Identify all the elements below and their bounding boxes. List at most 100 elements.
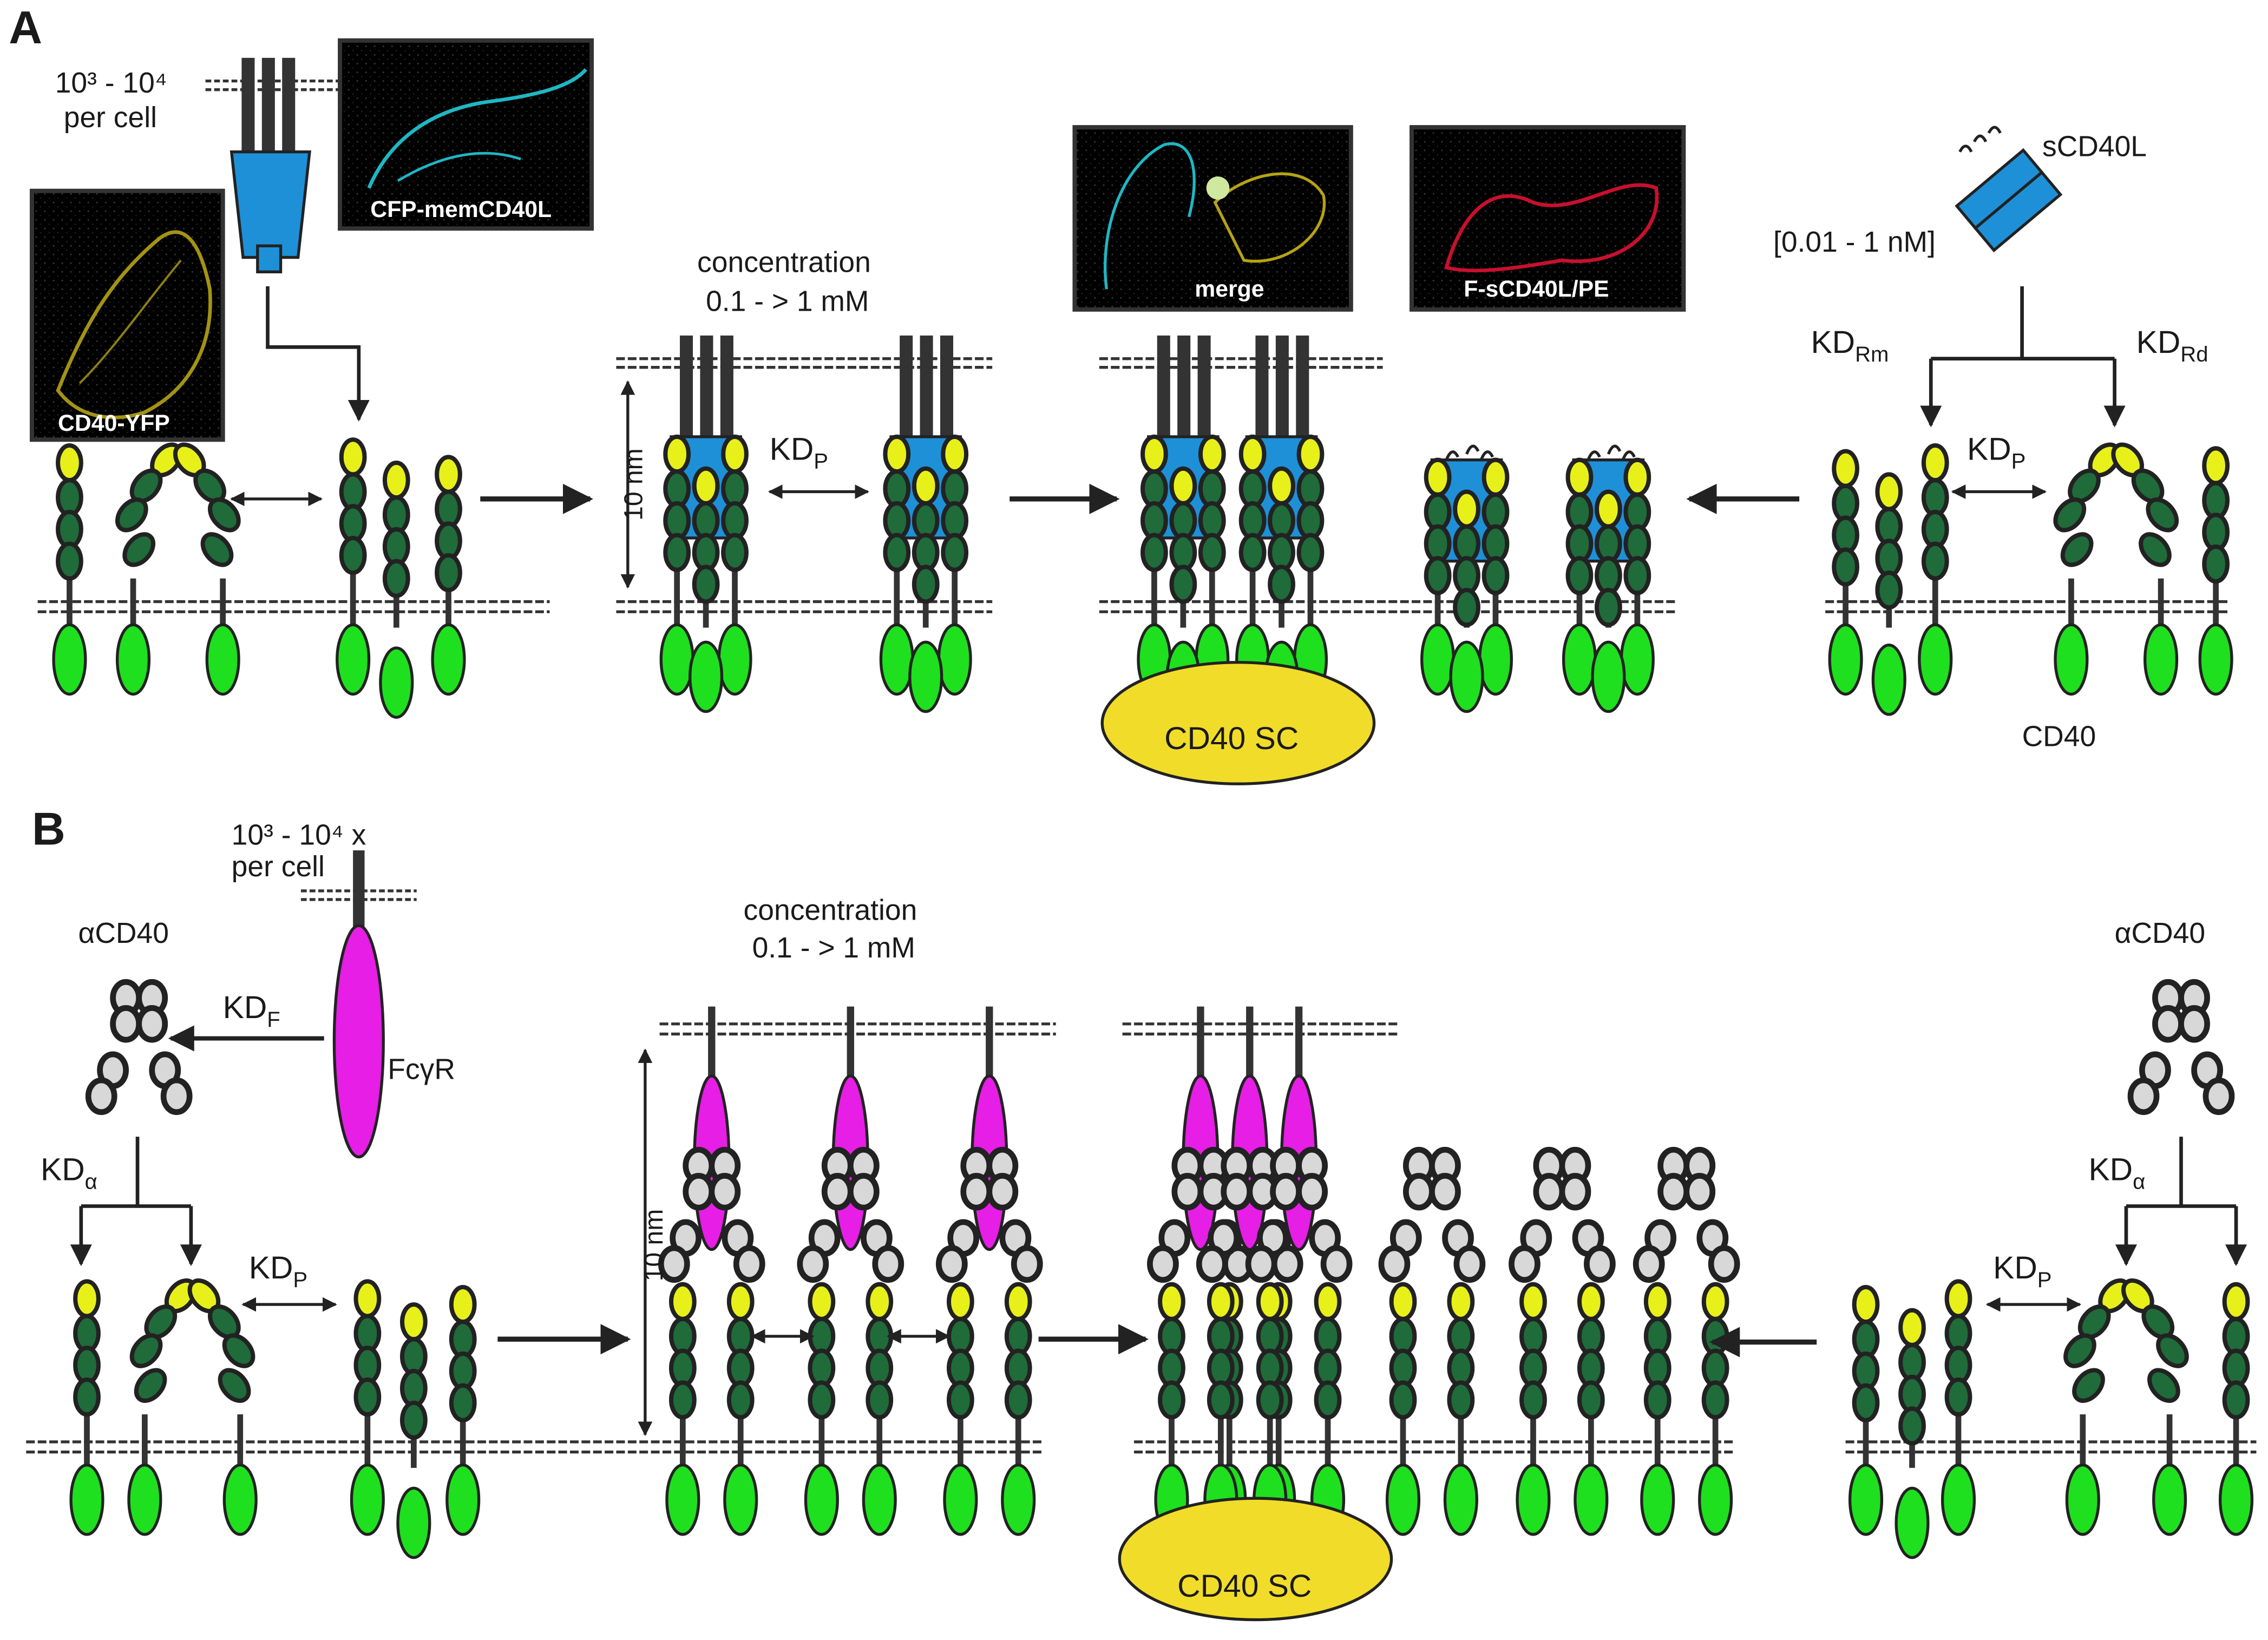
antibody-label-left: αCD40 bbox=[78, 917, 168, 949]
ligand-receptor-trimer bbox=[659, 335, 752, 713]
receptor-domain bbox=[339, 504, 367, 543]
intracellular-domain bbox=[862, 1464, 897, 1536]
receptor-domain bbox=[2202, 481, 2230, 520]
antibody bbox=[797, 1006, 904, 1283]
intracellular-domain bbox=[2198, 623, 2233, 696]
intracellular-domain bbox=[127, 1464, 162, 1536]
receptor-domain bbox=[1898, 1374, 1926, 1414]
intracellular-domain bbox=[396, 1486, 431, 1559]
receptor-domain bbox=[2202, 544, 2230, 584]
receptor-domain bbox=[1256, 1348, 1284, 1388]
antibody-domain bbox=[683, 1172, 715, 1211]
intracellular-domain bbox=[1562, 623, 1597, 696]
receptor-domain bbox=[1577, 1380, 1605, 1420]
receptor-domain bbox=[1921, 509, 1949, 549]
intracellular-domain bbox=[1871, 644, 1906, 716]
antibody-domain bbox=[2152, 1005, 2184, 1043]
receptor-domain bbox=[1898, 1342, 1926, 1382]
cd40-dimer bbox=[2053, 442, 2179, 696]
cd40-receptor bbox=[2198, 446, 2233, 696]
antibody-domain bbox=[1533, 1172, 1565, 1211]
distance-label-b: 10 nm bbox=[639, 1209, 668, 1282]
receptor-domain bbox=[1519, 1380, 1547, 1420]
receptor-domain bbox=[1921, 541, 1949, 581]
receptor-domain bbox=[1296, 533, 1325, 572]
receptor-domain bbox=[353, 1314, 382, 1353]
receptor-tip-domain bbox=[1447, 1282, 1475, 1321]
receptor-domain bbox=[73, 1314, 101, 1353]
antibody-domain bbox=[1633, 1245, 1665, 1283]
receptor-tip-domain bbox=[1519, 1282, 1547, 1321]
intracellular-domain bbox=[1918, 623, 1953, 696]
intracellular-domain bbox=[1574, 1464, 1609, 1536]
ligand-count-unit: per cell bbox=[64, 102, 157, 134]
cd40-receptor bbox=[396, 1302, 431, 1559]
receptor-domain bbox=[1852, 1383, 1880, 1422]
kd-p-left-b: KDP bbox=[249, 1250, 307, 1292]
antibody bbox=[2127, 979, 2235, 1116]
receptor-domain bbox=[1256, 1380, 1284, 1420]
receptor-domain bbox=[449, 1383, 477, 1422]
kd-p-label-right-a: KDP bbox=[1967, 432, 2026, 474]
antibody-domain bbox=[160, 1077, 193, 1116]
ligand-stalk bbox=[1197, 335, 1211, 445]
receptor-domain bbox=[1519, 1348, 1547, 1388]
receptor-domain bbox=[1453, 524, 1480, 563]
receptor-domain bbox=[1875, 539, 1903, 578]
receptor-tip-domain bbox=[1595, 489, 1622, 529]
antibody-domain bbox=[1245, 1245, 1277, 1283]
receptor-domain bbox=[382, 495, 410, 535]
ligand-receptor-complexes-a bbox=[659, 335, 1655, 713]
receptor-domain bbox=[1898, 1406, 1926, 1446]
cd40-receptor bbox=[52, 443, 87, 696]
receptor-domain bbox=[1701, 1316, 1729, 1356]
receptor-tip-domain bbox=[1453, 489, 1480, 529]
receptor-domain bbox=[1623, 492, 1651, 532]
cd40-receptor bbox=[1871, 472, 1906, 716]
receptor-domain bbox=[721, 469, 749, 509]
antibody-domain bbox=[797, 1245, 829, 1283]
receptor-domain bbox=[1519, 1316, 1547, 1356]
receptor-domain bbox=[1140, 469, 1168, 509]
receptor-domain bbox=[866, 1380, 894, 1420]
receptor-tip-domain bbox=[56, 443, 83, 483]
receptor-tip-domain bbox=[1482, 457, 1510, 497]
intracellular-domain bbox=[336, 623, 371, 696]
antibody-domain bbox=[1583, 1245, 1616, 1283]
cd40-signaling-complex-b bbox=[1118, 1497, 1393, 1622]
panel-b-label: B bbox=[32, 803, 65, 855]
receptor-tip-domain bbox=[946, 1282, 974, 1321]
receptor-domain bbox=[663, 533, 691, 572]
receptor-domain bbox=[115, 497, 148, 533]
antibody-domain bbox=[1320, 1245, 1353, 1283]
ligand-stalk bbox=[940, 335, 954, 445]
receptor-domain bbox=[726, 1348, 755, 1388]
receptor-tip-domain bbox=[1921, 443, 1949, 483]
receptor-tip-domain bbox=[668, 1282, 697, 1321]
receptor-domain bbox=[1875, 570, 1903, 610]
antibody-domain bbox=[1221, 1172, 1253, 1211]
cd40-receptor bbox=[1385, 1282, 1421, 1536]
intracellular-domain bbox=[1516, 1464, 1551, 1536]
receptor-domain bbox=[56, 478, 83, 517]
receptor-tip-domain bbox=[912, 466, 940, 506]
antibody-domain bbox=[1708, 1245, 1740, 1283]
antibody-domain bbox=[110, 1005, 142, 1043]
receptor-domain bbox=[2060, 532, 2094, 567]
receptor-domain bbox=[1577, 1348, 1605, 1388]
kd-alpha-right: KDα bbox=[2088, 1152, 2145, 1193]
receptor-domain bbox=[1577, 1316, 1605, 1356]
cd40-receptor bbox=[1478, 457, 1513, 696]
receptor-domain bbox=[1268, 501, 1295, 540]
receptor-domain bbox=[1314, 1316, 1342, 1356]
receptor-domain bbox=[1389, 1348, 1417, 1388]
micrograph-label-cd40-yfp: CD40-YFP bbox=[58, 410, 170, 436]
receptor-domain bbox=[726, 1380, 755, 1420]
receptor-tip-domain bbox=[1424, 457, 1452, 497]
receptor-tip-domain bbox=[1314, 1282, 1342, 1321]
receptor-domain bbox=[208, 497, 241, 533]
scd40l-label: sCD40L bbox=[2042, 131, 2147, 163]
receptor-domain bbox=[1623, 524, 1651, 563]
antibody-domain bbox=[136, 1005, 168, 1043]
